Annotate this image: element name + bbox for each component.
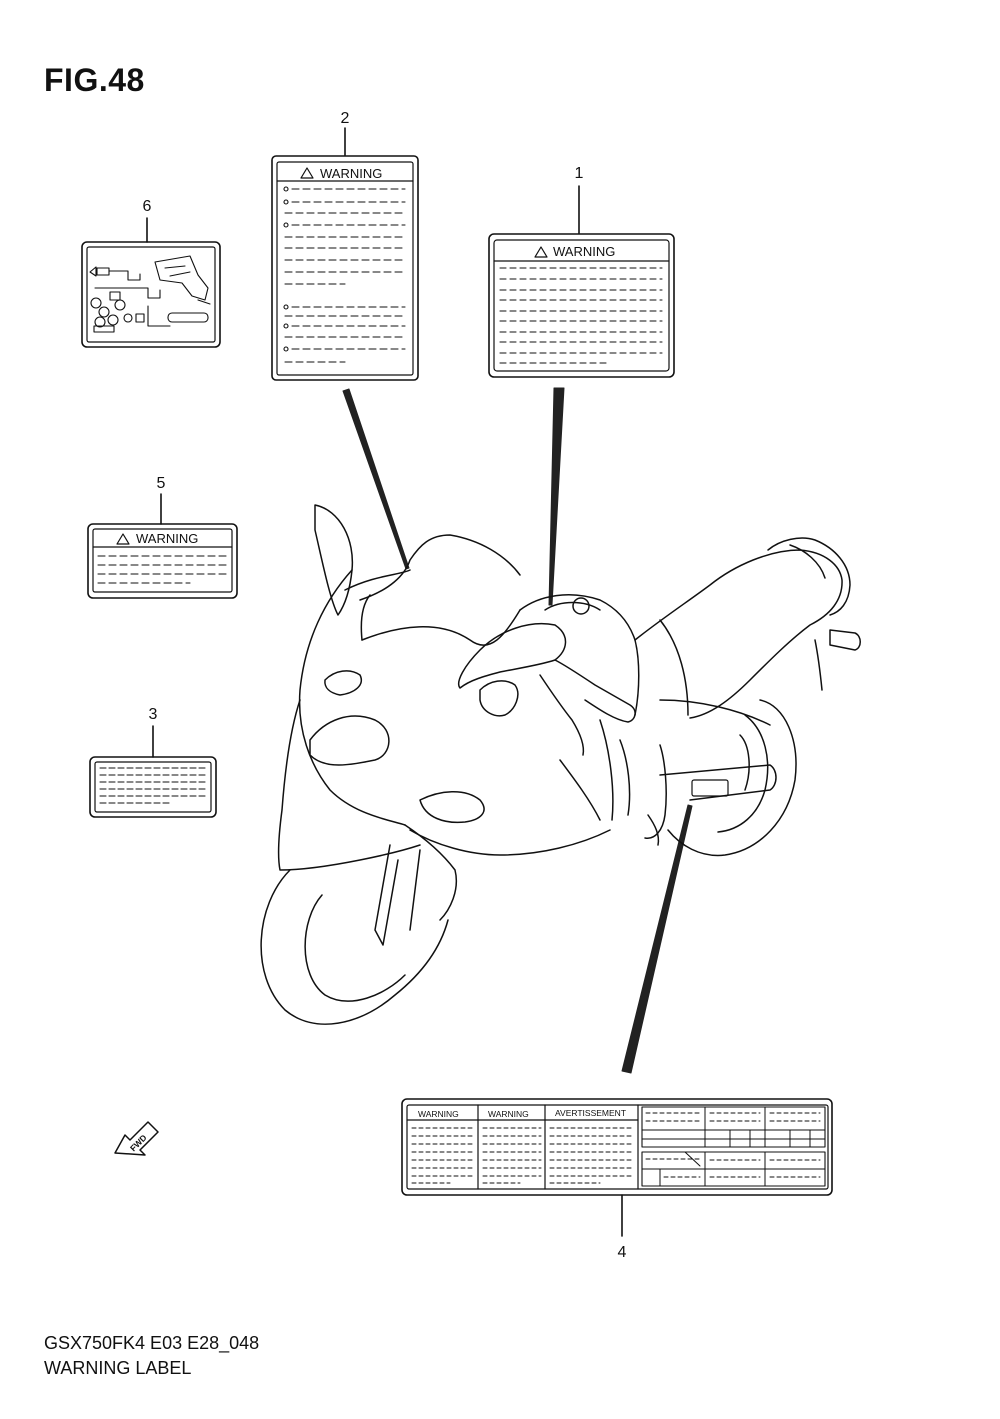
pointer-label-1: [548, 387, 565, 606]
label-4-wide-multilingual: WARNING WARNING AVERTISSEMENT: [401, 1098, 833, 1237]
label-5-warning: WARNING: [87, 493, 238, 599]
warning-triangle-icon: [534, 246, 548, 258]
callout-6: 6: [142, 198, 152, 215]
callout-3: 3: [148, 706, 158, 723]
label-3-label: [89, 725, 217, 818]
callout-2: 2: [340, 110, 350, 127]
callout-4: 4: [617, 1244, 627, 1261]
label-2-warning-text: WARNING: [320, 166, 382, 181]
label-1-warning-text: WARNING: [553, 244, 615, 259]
figure-caption: WARNING LABEL: [44, 1358, 192, 1378]
label-4-avertissement-text: AVERTISSEMENT: [555, 1108, 626, 1118]
pointer-label-4: [621, 804, 693, 1074]
label-4-warning-text-a: WARNING: [418, 1109, 459, 1119]
callout-1: 1: [574, 165, 584, 182]
forward-direction-arrow: FWD: [114, 1121, 159, 1156]
label-6-schematic: [81, 217, 221, 348]
motorcycle-outline: [260, 504, 861, 1025]
figure-title: FIG.48: [44, 62, 145, 98]
model-code: GSX750FK4 E03 E28_048: [44, 1333, 260, 1353]
fwd-text: FWD: [128, 1133, 149, 1154]
label-5-warning-text: WARNING: [136, 531, 198, 546]
label-1-warning: WARNING: [488, 185, 675, 378]
label-4-warning-text-b: WARNING: [488, 1109, 529, 1119]
warning-triangle-icon: [300, 167, 314, 179]
callout-5: 5: [156, 475, 166, 492]
warning-triangle-icon: [116, 533, 130, 545]
pointer-label-2: [342, 388, 410, 570]
label-2-tall-warning: WARNING: [271, 127, 419, 381]
